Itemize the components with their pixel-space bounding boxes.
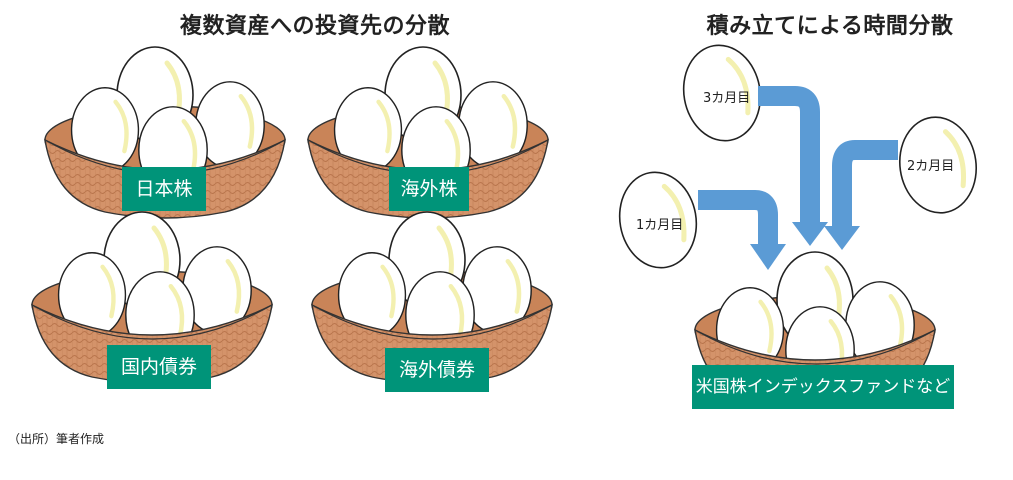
right-section-title: 積み立てによる時間分散 xyxy=(706,14,954,39)
source-note: （出所）筆者作成 xyxy=(8,432,105,446)
basket-tag-index-fund: 米国株インデックスファンドなど xyxy=(692,365,954,409)
left-section-title: 複数資産への投資先の分散 xyxy=(179,14,450,39)
basket-tag-domestic-bonds: 国内債券 xyxy=(107,345,211,389)
egg-label-month-3: 3カ月目 xyxy=(703,91,751,106)
basket-tag-foreign-stocks: 海外株 xyxy=(389,167,469,211)
arrow-month-2 xyxy=(824,140,898,250)
arrow-month-1 xyxy=(698,190,786,270)
basket-tag-foreign-bonds: 海外債券 xyxy=(385,348,489,392)
egg-label-month-2: 2カ月目 xyxy=(907,159,955,174)
egg-label-month-1: 1カ月目 xyxy=(636,218,684,233)
basket-tag-japan-stocks: 日本株 xyxy=(122,167,206,211)
arrow-month-3 xyxy=(758,86,828,246)
